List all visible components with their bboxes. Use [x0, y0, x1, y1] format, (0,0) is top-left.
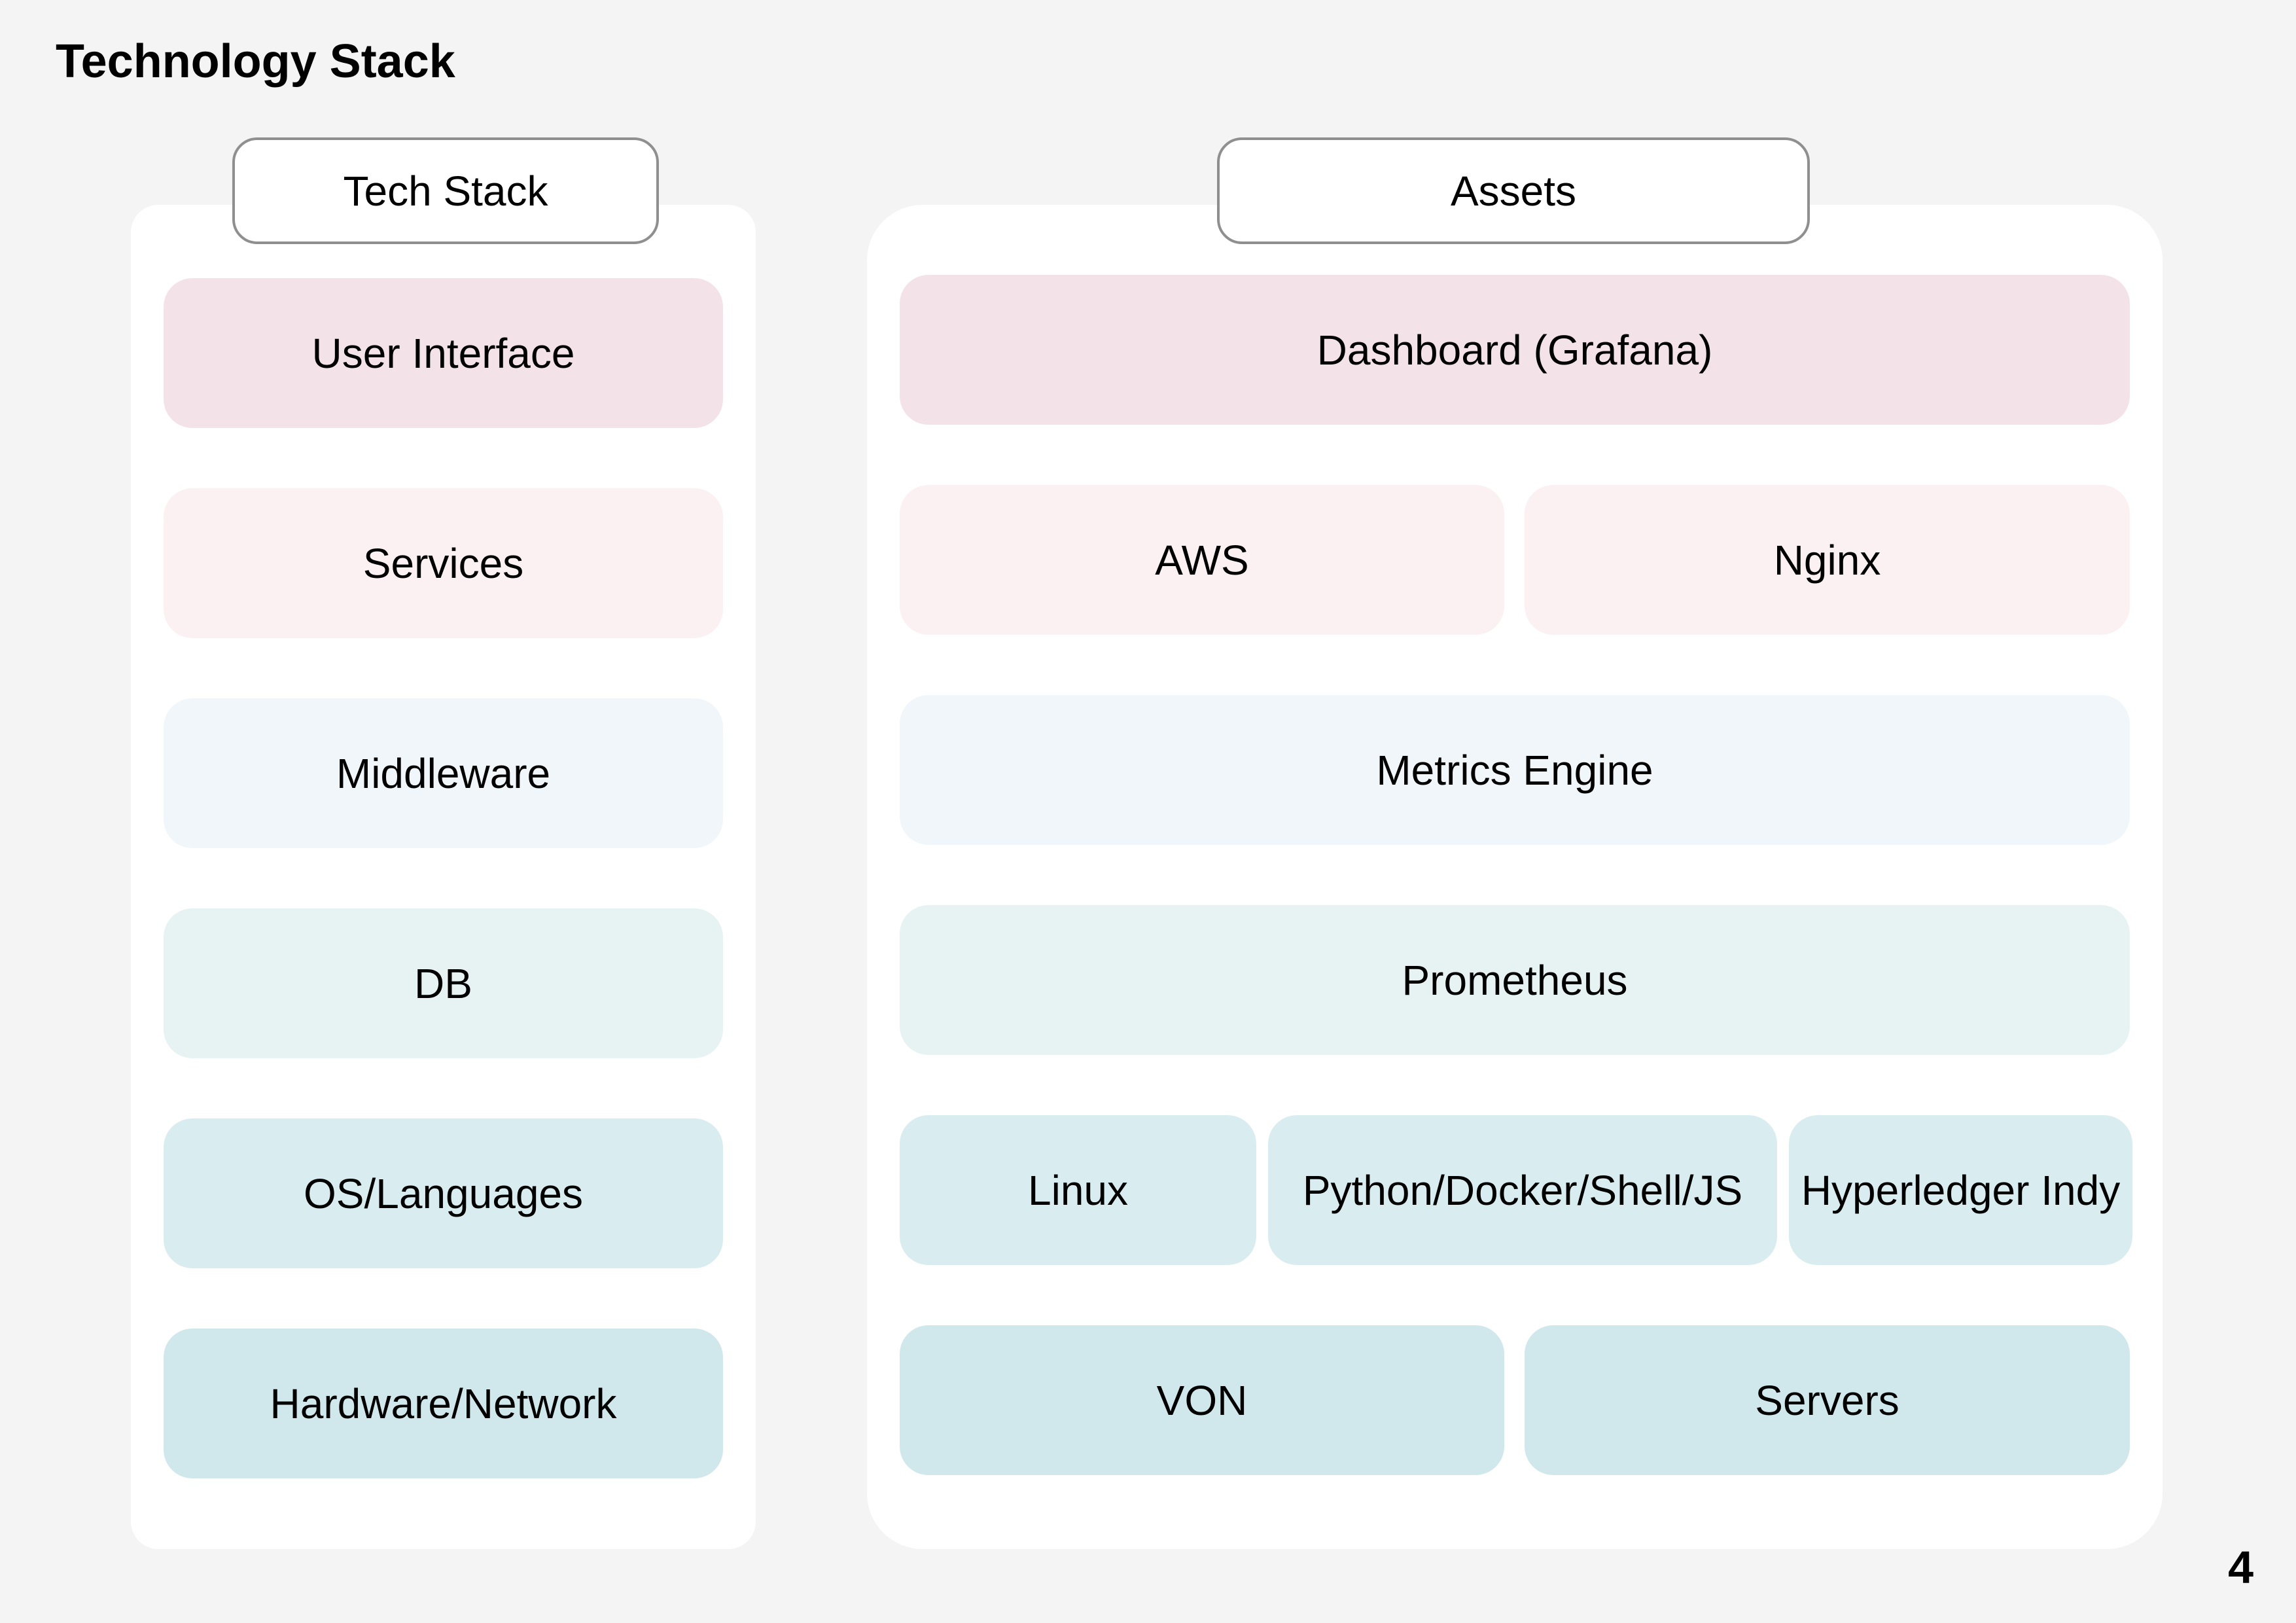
layer-hardware-network: Hardware/Network — [164, 1329, 723, 1478]
asset-dashboard-grafana: Dashboard (Grafana) — [900, 275, 2130, 425]
page-title: Technology Stack — [56, 35, 455, 88]
asset-prometheus: Prometheus — [900, 905, 2130, 1055]
layer-services: Services — [164, 488, 723, 638]
layer-middleware: Middleware — [164, 698, 723, 848]
tech-stack-header: Tech Stack — [232, 137, 659, 244]
page-number: 4 — [2228, 1542, 2253, 1593]
asset-aws: AWS — [900, 485, 1504, 635]
layer-db: DB — [164, 908, 723, 1058]
assets-panel — [867, 205, 2163, 1549]
assets-header: Assets — [1217, 137, 1810, 244]
asset-von: VON — [900, 1325, 1504, 1475]
tech-stack-panel — [131, 205, 756, 1549]
layer-user-interface: User Interface — [164, 278, 723, 428]
asset-python-docker-shell-js: Python/Docker/Shell/JS — [1268, 1115, 1777, 1265]
asset-nginx: Nginx — [1525, 485, 2130, 635]
asset-linux: Linux — [900, 1115, 1256, 1265]
asset-hyperledger-indy: Hyperledger Indy — [1789, 1115, 2132, 1265]
asset-servers: Servers — [1525, 1325, 2130, 1475]
layer-os-languages: OS/Languages — [164, 1118, 723, 1268]
asset-metrics-engine: Metrics Engine — [900, 695, 2130, 845]
